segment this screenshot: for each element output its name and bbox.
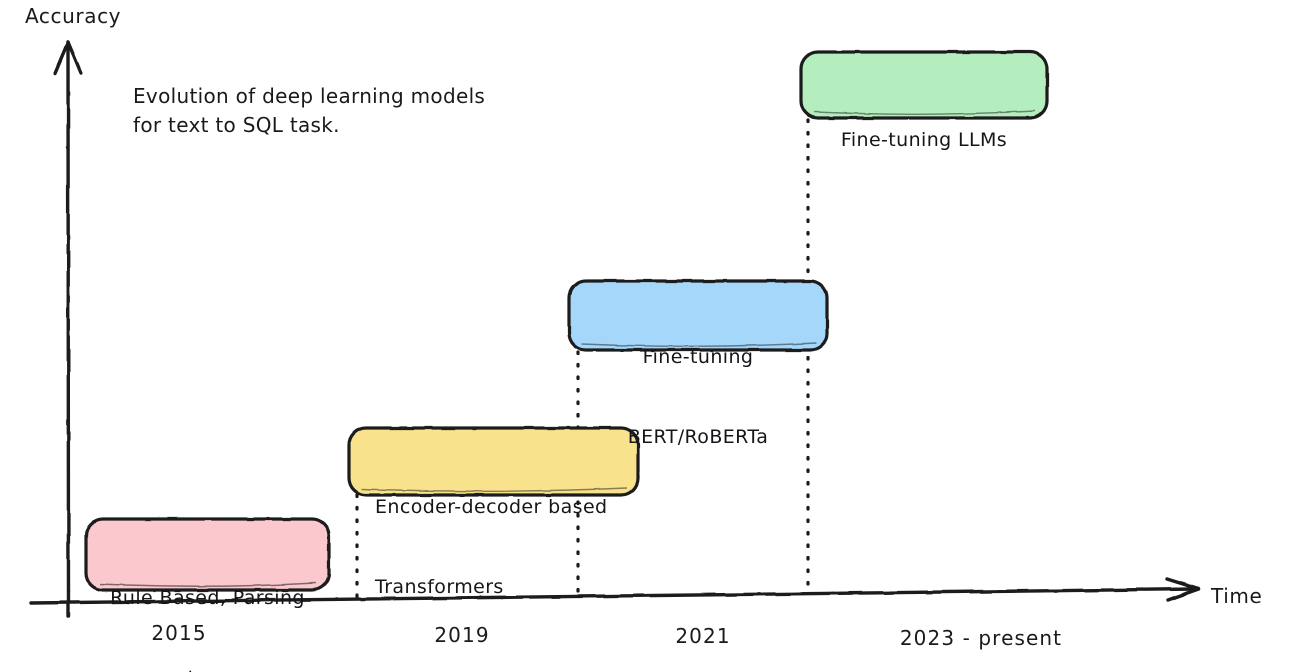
box-rule-based[interactable] <box>84 517 331 592</box>
box-label-rule-based-line2: tree <box>86 665 329 672</box>
y-axis <box>53 40 83 618</box>
x-axis <box>29 577 1201 605</box>
tick-label-2021: 2021 <box>675 624 731 648</box>
diagram-caption: Evolution of deep learning models for te… <box>133 84 486 137</box>
box-bert-roberta[interactable] <box>567 279 829 352</box>
tick-label-2019: 2019 <box>434 623 490 647</box>
box-label-encoder-decoder-line2: Transformers <box>375 575 504 598</box>
box-label-rule-based: Rule Based, Parsing tree <box>86 532 329 672</box>
box-label-bert-roberta-line2: BERT/RoBERTa <box>627 425 769 448</box>
y-axis-label: Accuracy <box>25 4 122 28</box>
box-label-bert-roberta: Fine-tuning BERT/RoBERTa <box>569 291 827 504</box>
box-label-llms-line1: Fine-tuning LLMs <box>840 129 1008 152</box>
box-label-encoder-decoder: Encoder-decoder based Transformers <box>375 441 635 654</box>
box-llms[interactable] <box>799 50 1049 120</box>
box-label-bert-roberta-line1: Fine-tuning <box>642 346 754 369</box>
tick-label-2015: 2015 <box>151 621 207 645</box>
tick-label-2023-present: 2023 - present <box>899 626 1063 650</box>
box-label-encoder-decoder-line1: Encoder-decoder based <box>375 496 608 519</box>
box-label-rule-based-line1: Rule Based, Parsing <box>110 587 305 610</box>
box-encoder-decoder[interactable] <box>347 426 640 497</box>
box-label-llms: Fine-tuning LLMs <box>801 74 1047 207</box>
x-axis-label: Time <box>1211 584 1263 608</box>
